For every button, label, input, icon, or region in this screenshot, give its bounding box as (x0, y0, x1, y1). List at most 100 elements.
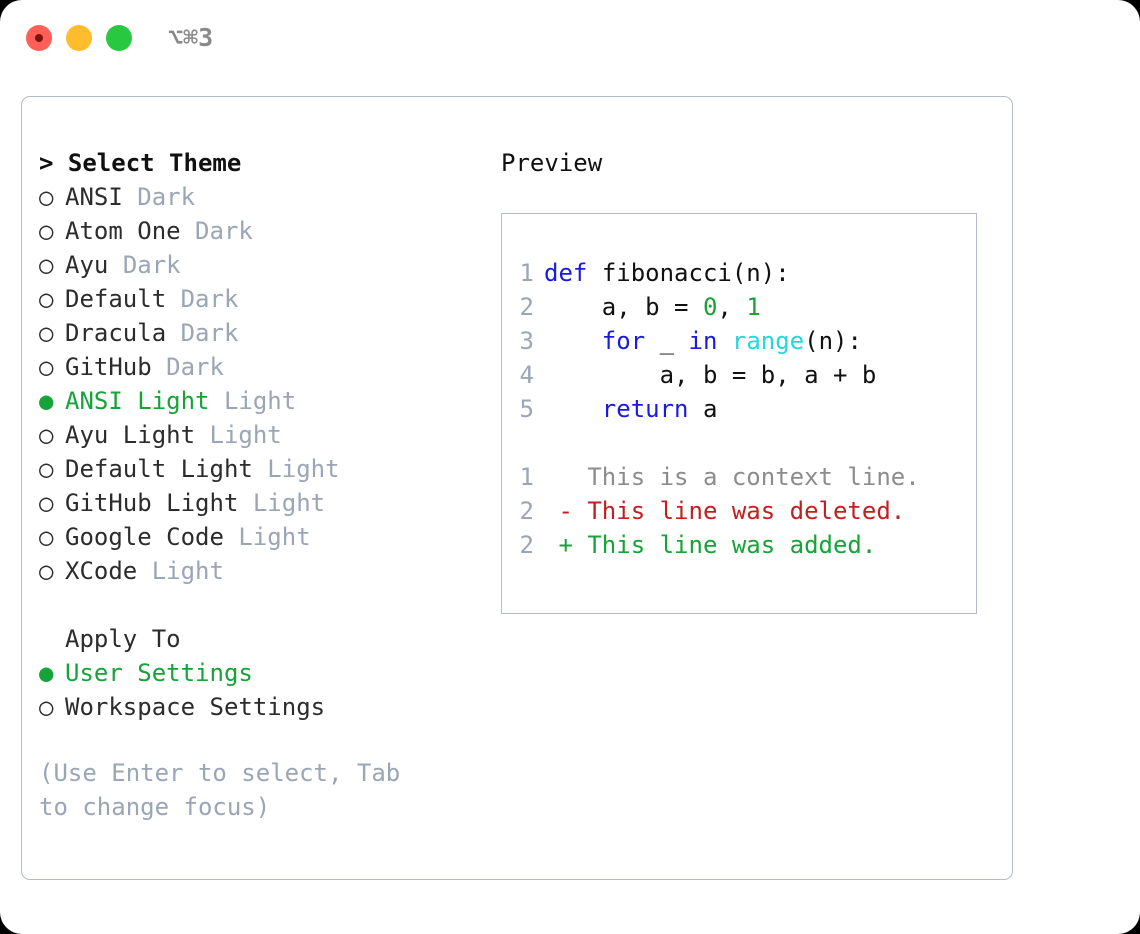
select-theme-header: > Select Theme (39, 146, 489, 180)
token-kw: in (688, 327, 718, 355)
theme-option-atom-one[interactable]: ○Atom One Dark (39, 214, 489, 248)
spacer (224, 523, 238, 551)
radio-selected-icon: ● (39, 387, 54, 415)
spacer (238, 489, 252, 517)
spacer (181, 217, 195, 245)
diff-text: - This line was deleted. (544, 497, 906, 525)
diff-text: This is a context line. (544, 463, 920, 491)
section-spacer (39, 588, 489, 622)
radio-unselected-icon: ○ (39, 489, 54, 517)
theme-option-default[interactable]: ○ Default Dark (39, 282, 489, 316)
apply-to-list: ● User Settings ○Workspace Settings (39, 656, 489, 724)
theme-variant-label: Dark (122, 251, 181, 279)
apply-to-option-user-settings[interactable]: ● User Settings (39, 656, 489, 690)
token-punct (544, 327, 602, 355)
radio-unselected-icon: ○ (39, 183, 54, 211)
maximize-button[interactable] (106, 25, 132, 51)
code-text: a, b = b, a + b (544, 361, 877, 389)
minimize-button[interactable] (66, 25, 92, 51)
radio-unselected-icon: ○ (39, 251, 54, 279)
code-line: 2 a, b = 0, 1 (510, 290, 970, 324)
caret-icon: > (39, 149, 54, 177)
theme-variant-label: Dark (195, 217, 253, 245)
theme-name: Ayu (65, 251, 109, 279)
theme-variant-label: Dark (137, 183, 196, 211)
theme-name: Default (65, 285, 167, 313)
spacer (210, 387, 224, 415)
code-text: return a (544, 395, 718, 423)
theme-name: Google Code (65, 523, 224, 551)
theme-name: GitHub (65, 353, 152, 381)
radio-selected-icon: ● (39, 659, 54, 687)
token-punct (587, 259, 601, 287)
radio-unselected-icon: ○ (39, 523, 54, 551)
apply-to-label: User Settings (65, 659, 253, 687)
theme-option-ayu-light[interactable]: ○Ayu Light Light (39, 418, 489, 452)
theme-option-google-code[interactable]: ○Google Code Light (39, 520, 489, 554)
preview-title: Preview (501, 149, 603, 177)
theme-variant-label: Light (209, 421, 282, 449)
diff-sample: 1 This is a context line.2 - This line w… (510, 460, 970, 562)
spacer (137, 557, 151, 585)
theme-option-ansi[interactable]: ○ANSI Dark (39, 180, 489, 214)
theme-variant-label: Light (151, 557, 224, 585)
token-punct: , (717, 293, 747, 321)
theme-list: ○ANSI Dark○Atom One Dark ○ Ayu Dark ○ Defaul… (39, 180, 489, 588)
radio-unselected-icon: ○ (39, 557, 54, 585)
code-text: for _ in range(n): (544, 327, 862, 355)
token-num: 0 (702, 293, 718, 321)
theme-variant-label: Dark (166, 353, 224, 381)
token-id: a (688, 395, 718, 423)
theme-option-ayu[interactable]: ○ Ayu Dark (39, 248, 489, 282)
theme-name: Default Light (65, 455, 253, 483)
line-number: 1 (519, 259, 534, 287)
line-number: 2 (519, 497, 534, 525)
window-controls (26, 25, 132, 51)
code-line: 3 for _ in range(n): (510, 324, 970, 358)
radio-unselected-icon: ○ (39, 353, 54, 381)
token-punct: (n): (731, 259, 790, 287)
token-id: _ (645, 327, 689, 355)
spacer (253, 455, 267, 483)
line-number: 5 (519, 395, 534, 423)
theme-option-default-light[interactable]: ○Default Light Light (39, 452, 489, 486)
token-id: a, b = b, a + b (544, 361, 877, 389)
token-built: range (731, 327, 805, 355)
diff-line-ctx: 1 This is a context line. (510, 460, 970, 494)
theme-name: Ayu Light (65, 421, 196, 449)
theme-option-github-light[interactable]: ○ GitHub Light Light (39, 486, 489, 520)
token-kw: return (601, 395, 689, 423)
apply-to-option-workspace-settings[interactable]: ○Workspace Settings (39, 690, 489, 724)
token-num: 1 (746, 293, 761, 321)
diff-line-del: 2 - This line was deleted. (510, 494, 970, 528)
theme-option-github[interactable]: ○ GitHub Dark (39, 350, 489, 384)
theme-variant-label: Light (252, 489, 326, 517)
token-punct: (n): (804, 327, 862, 355)
theme-variant-label: Dark (180, 285, 239, 313)
theme-name: GitHub Light (65, 489, 239, 517)
code-line: 5 return a (510, 392, 970, 426)
radio-unselected-icon: ○ (39, 455, 54, 483)
theme-option-xcode[interactable]: ○ XCode Light (39, 554, 489, 588)
theme-option-dracula[interactable]: ○Dracula Dark (39, 316, 489, 350)
theme-name: XCode (65, 557, 138, 585)
spacer (152, 353, 166, 381)
close-button[interactable] (26, 25, 52, 51)
radio-unselected-icon: ○ (39, 319, 54, 347)
line-number: 2 (519, 531, 534, 559)
line-number: 3 (519, 327, 534, 355)
radio-unselected-icon: ○ (39, 285, 54, 313)
line-number: 1 (519, 463, 534, 491)
code-text: def fibonacci(n): (544, 259, 790, 287)
theme-picker-column: > Select Theme ○ANSI Dark○Atom One Dark○… (39, 146, 489, 824)
select-theme-label: Select Theme (67, 149, 242, 177)
token-punct (544, 395, 602, 423)
spacer (166, 319, 180, 347)
apply-to-label: Workspace Settings (65, 693, 326, 721)
token-kw: for (601, 327, 646, 355)
token-punct (717, 327, 731, 355)
theme-option-ansi-light[interactable]: ●ANSI Light Light (39, 384, 489, 418)
